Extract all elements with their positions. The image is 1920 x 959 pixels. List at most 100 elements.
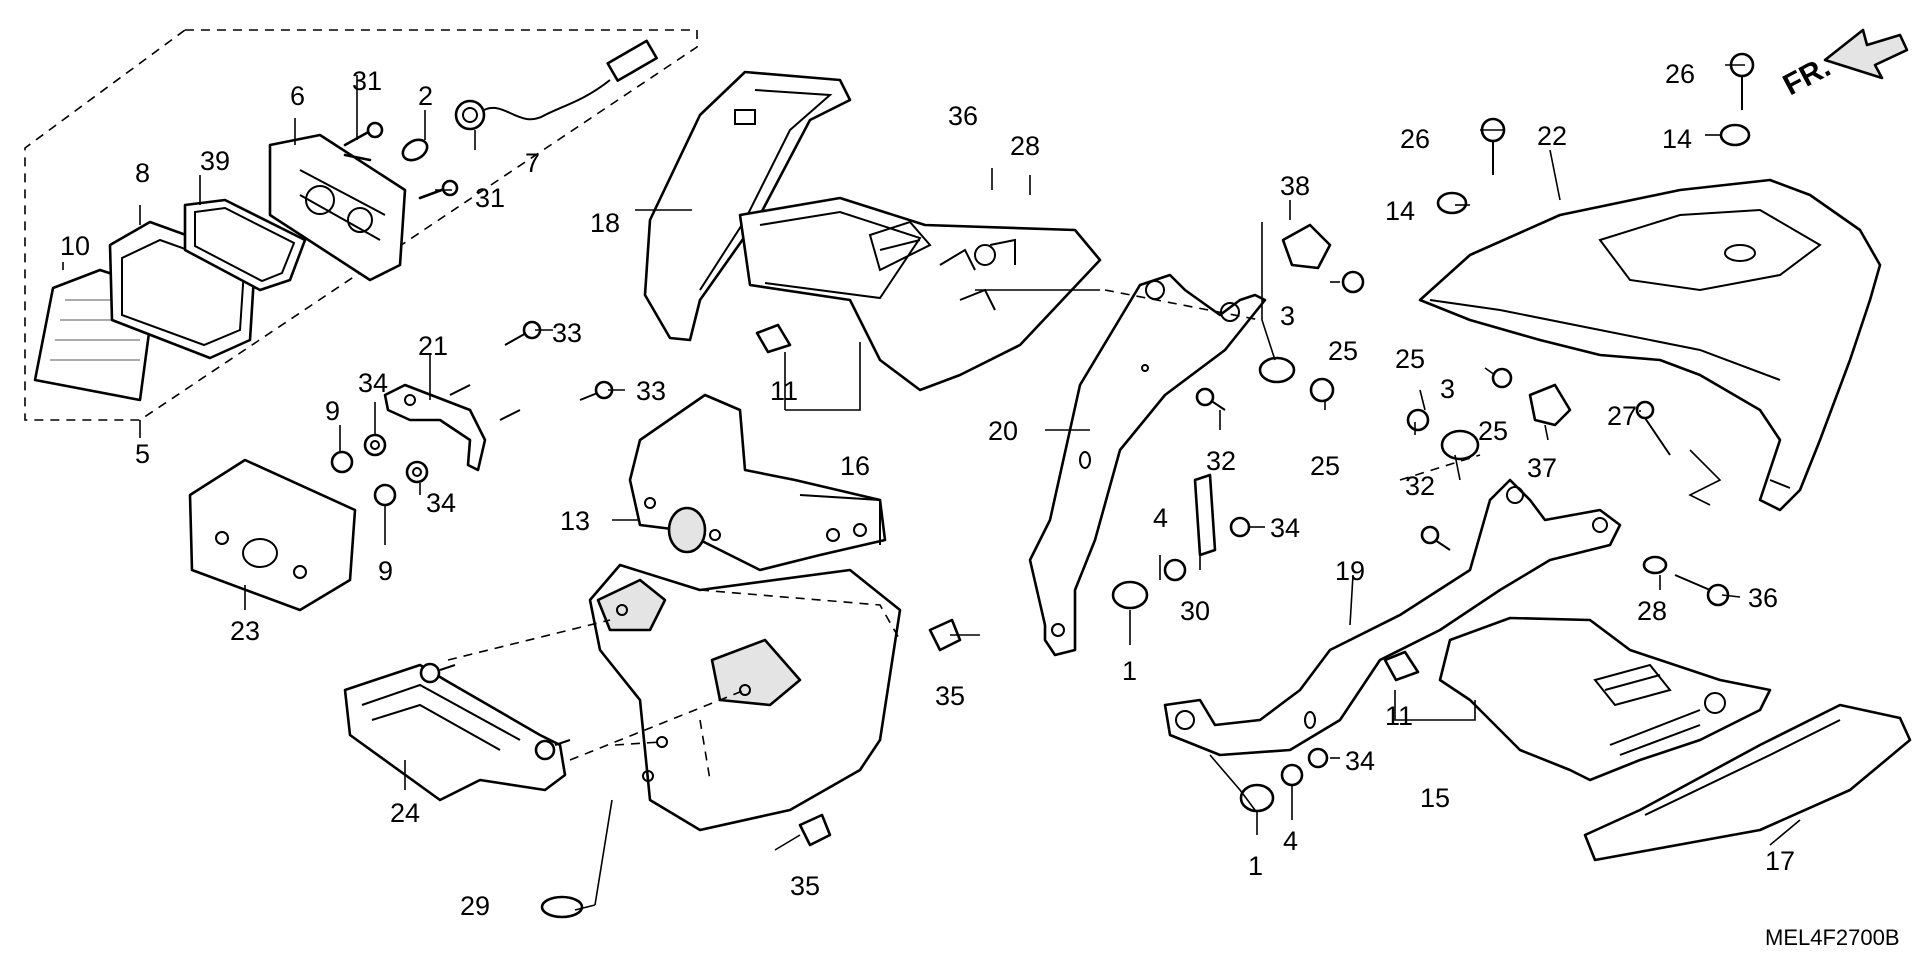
reflector: [188, 458, 357, 612]
washer-28b: [1642, 555, 1668, 575]
callout-20: 20: [988, 416, 1018, 446]
seat-cowl: [1418, 178, 1882, 512]
nut-34: [363, 433, 387, 457]
nut-35b: [798, 813, 832, 847]
nut-34d: [1307, 747, 1329, 769]
callout-39: 39: [200, 146, 230, 176]
callout-16: 16: [840, 451, 870, 481]
callout-28: 28: [1010, 131, 1040, 161]
under-cover-left: [738, 196, 1102, 392]
callout-25d: 25: [1478, 416, 1508, 446]
callout-27: 27: [1607, 401, 1637, 431]
callout-labels: 31 2 6 7 31 8 39 10 5 33 33 21 34 9 34 9…: [60, 59, 1900, 950]
callout-26: 26: [1400, 124, 1430, 154]
callout-9b: 9: [378, 556, 393, 586]
bulb: [401, 138, 429, 162]
side-cover-left: [643, 70, 852, 342]
collar-25c: [1406, 408, 1430, 432]
collar-14: [1436, 191, 1468, 215]
callout-36: 36: [948, 101, 978, 131]
callout-10: 10: [60, 231, 90, 261]
collar-4: [1163, 558, 1187, 582]
taillight-inset: [24, 29, 698, 421]
grommet-37: [1528, 383, 1572, 427]
screw-32: [1195, 387, 1226, 411]
nut-34b: [405, 460, 429, 484]
callout-34d: 34: [1345, 746, 1375, 776]
rubber-1: [1111, 580, 1149, 610]
taillight-base: [268, 133, 407, 282]
callout-29: 29: [460, 891, 490, 921]
callout-22: 22: [1537, 121, 1567, 151]
taillight-gasket: [183, 198, 307, 292]
callout-25: 25: [1328, 336, 1358, 366]
callout-21: 21: [418, 331, 448, 361]
callout-35b: 35: [790, 871, 820, 901]
reflector-bracket: [383, 383, 521, 472]
callout-32b: 32: [1405, 471, 1435, 501]
callout-1b: 1: [1248, 851, 1263, 881]
rear-fender-upper: [628, 393, 887, 572]
screw-27: [1635, 400, 1671, 456]
callout-5: 5: [135, 439, 150, 469]
callout-38: 38: [1280, 171, 1310, 201]
rubber-1b: [1239, 783, 1275, 813]
seat-stay-right: [1163, 478, 1622, 757]
pad-11b: [1383, 650, 1420, 682]
screw-26: [1480, 117, 1506, 175]
license-plate-holder: [343, 662, 571, 802]
collar-9: [330, 450, 354, 474]
callout-36b: 36: [1748, 583, 1778, 613]
callout-8: 8: [135, 158, 150, 188]
callout-23: 23: [230, 616, 260, 646]
callout-32: 32: [1206, 446, 1236, 476]
callout-19: 19: [1335, 556, 1365, 586]
callout-4b: 4: [1283, 826, 1298, 856]
screw-26b: [1729, 52, 1755, 110]
callout-37: 37: [1527, 453, 1557, 483]
callout-7: 7: [525, 148, 540, 178]
callout-4: 4: [1153, 503, 1168, 533]
callout-34b: 34: [426, 488, 456, 518]
grommet-3b: [1440, 429, 1480, 461]
callout-9: 9: [325, 396, 340, 426]
callout-33b: 33: [636, 376, 666, 406]
grommet-3: [1258, 356, 1296, 384]
callout-14: 14: [1385, 196, 1415, 226]
callout-3: 3: [1280, 301, 1295, 331]
callout-24: 24: [390, 798, 420, 828]
callout-6: 6: [290, 81, 305, 111]
callout-30: 30: [1180, 596, 1210, 626]
callout-25b: 25: [1310, 451, 1340, 481]
screw-31: [343, 121, 459, 200]
callout-25c: 25: [1395, 344, 1425, 374]
screw-33b: [579, 380, 614, 401]
front-direction-marker: FR.: [1778, 28, 1909, 102]
callout-11: 11: [770, 376, 798, 406]
callout-34: 34: [358, 368, 388, 398]
callout-18: 18: [590, 208, 620, 238]
callout-35: 35: [935, 681, 965, 711]
callout-3b: 3: [1440, 374, 1455, 404]
callout-28b: 28: [1637, 596, 1667, 626]
callout-17: 17: [1765, 846, 1795, 876]
rivet: [540, 895, 584, 919]
collar-14b: [1719, 123, 1751, 147]
bolt-36b: [1674, 574, 1730, 607]
screw-32b: [1420, 525, 1451, 551]
leader-lines: [62, 64, 1801, 911]
callout-31: 31: [352, 66, 382, 96]
collar-25: [1341, 270, 1365, 294]
rear-fender: [588, 563, 902, 832]
bulb-socket-harness: [454, 39, 658, 131]
callout-1: 1: [1122, 656, 1137, 686]
collar-25b: [1309, 377, 1335, 403]
callout-13: 13: [560, 506, 590, 536]
collar-4b: [1280, 763, 1304, 787]
under-cover-right: [1438, 616, 1772, 782]
callout-34c: 34: [1270, 513, 1300, 543]
nut-35: [928, 618, 962, 652]
side-cover-right: [1583, 703, 1912, 862]
seat-stay-left: [1028, 273, 1267, 657]
